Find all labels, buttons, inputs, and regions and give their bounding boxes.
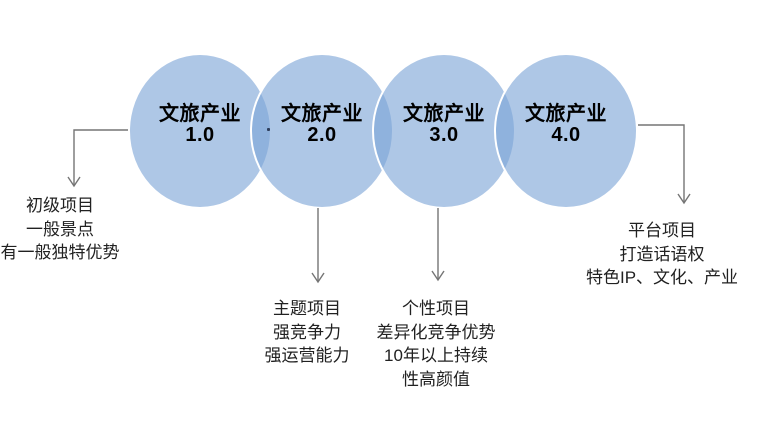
- stage-name: 文旅产业: [159, 103, 241, 125]
- arrow-elbow-left-icon: [67, 129, 128, 188]
- stage-name: 文旅产业: [403, 103, 485, 125]
- stage-version: 2.0: [307, 124, 337, 146]
- note-line: 强运营能力: [264, 346, 350, 365]
- stray-dot: [267, 128, 270, 131]
- stage-label-2: 文旅产业 2.0: [242, 104, 402, 146]
- note-line: 强竞争力: [273, 322, 341, 342]
- arrow-down-stage2-icon: [311, 208, 325, 284]
- note-line: 特色IP、文化、产业: [585, 268, 739, 287]
- stage-circle-1: [128, 53, 272, 209]
- stage-label-4: 文旅产业 4.0: [486, 104, 646, 146]
- stage-circle-2: [250, 53, 394, 209]
- stage-name: 文旅产业: [281, 103, 363, 125]
- note-line: 个性项目: [402, 299, 470, 318]
- notes-stage-1: 初级项目 一般景点 有一般独特优势: [0, 194, 142, 265]
- note-line: 有一般独特优势: [0, 243, 120, 262]
- note-line: 打造话语权: [619, 244, 705, 264]
- note-line: 10年以上持续: [384, 346, 488, 365]
- stage-version: 1.0: [185, 124, 215, 146]
- notes-stage-3: 个性项目 差异化竞争优势 10年以上持续 性高颜值: [356, 297, 516, 391]
- note-line: 主题项目: [273, 299, 341, 318]
- notes-stage-2: 主题项目 强竞争力 强运营能力: [227, 297, 387, 368]
- note-line: 性高颜值: [402, 369, 470, 389]
- stage-label-1: 文旅产业 1.0: [120, 104, 280, 146]
- stage-circle-4: [494, 53, 638, 209]
- notes-stage-4: 平台项目 打造话语权 特色IP、文化、产业: [567, 219, 757, 290]
- note-line: 差异化竞争优势: [376, 322, 496, 342]
- note-line: 一般景点: [26, 219, 94, 239]
- stage-version: 3.0: [429, 124, 459, 146]
- stage-name: 文旅产业: [525, 103, 607, 125]
- stage-version: 4.0: [551, 124, 581, 146]
- note-line: 平台项目: [628, 221, 696, 240]
- arrow-down-stage3-icon: [431, 208, 445, 282]
- note-line: 初级项目: [26, 196, 94, 215]
- stage-circle-3: [372, 53, 516, 209]
- stage-label-3: 文旅产业 3.0: [364, 104, 524, 146]
